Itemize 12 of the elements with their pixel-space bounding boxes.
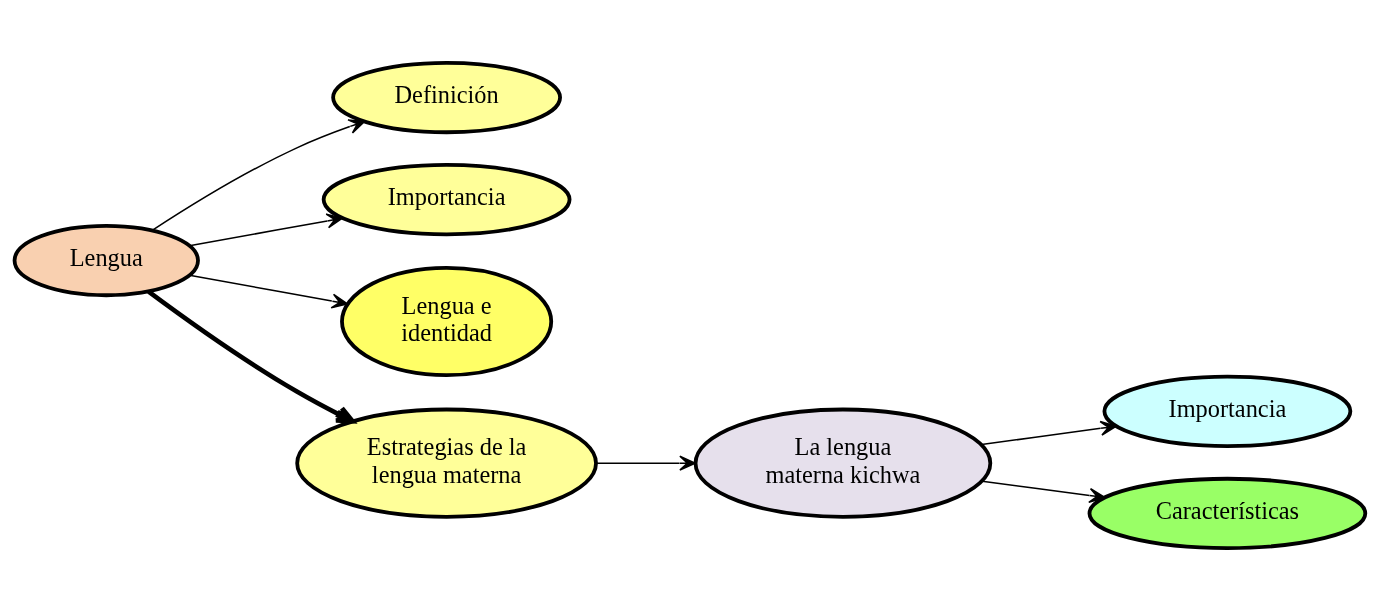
node-ellipse: Importancia (321, 163, 572, 237)
arrow (188, 213, 344, 247)
arrow (981, 480, 1106, 504)
arrow (596, 455, 696, 471)
arrow (188, 274, 349, 309)
arrow (151, 119, 366, 232)
node-ellipse: Lengua (12, 223, 200, 298)
arrow (147, 289, 355, 424)
arrow (980, 420, 1117, 446)
node-ellipse: La lengua materna kichwa (693, 407, 993, 519)
node-ellipse: Lengua e identidad (340, 265, 554, 378)
node-ellipse: Importancia (1102, 374, 1353, 448)
